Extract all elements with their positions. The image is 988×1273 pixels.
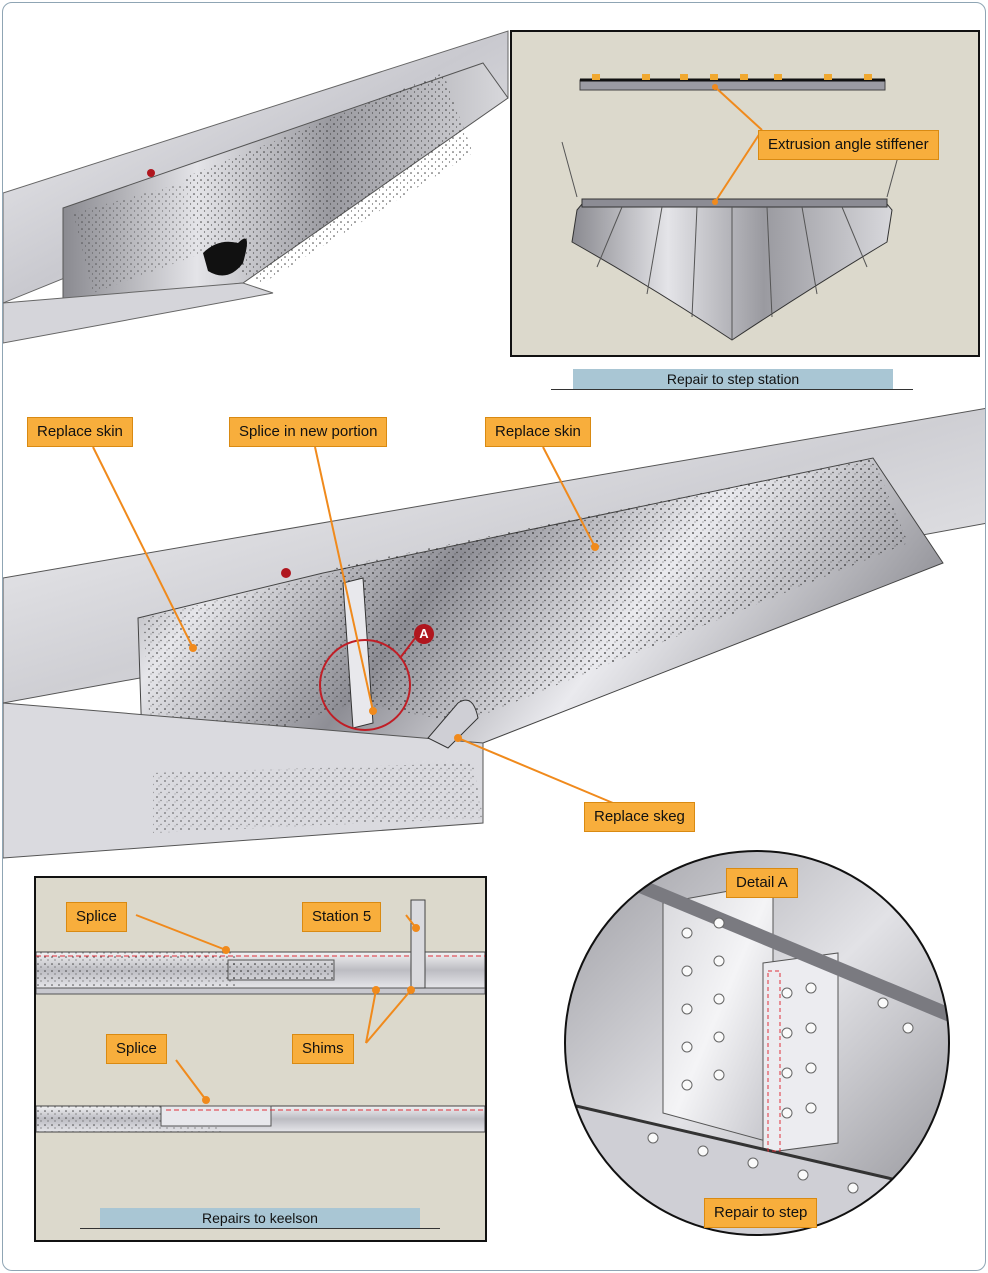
replace-skeg-label: Replace skeg	[584, 802, 695, 832]
step-station-caption: Repair to step station	[573, 369, 893, 389]
extrusion-angle-stiffener-label: Extrusion angle stiffener	[758, 130, 939, 160]
step-station-drawing	[561, 74, 903, 341]
detail-a-label: Detail A	[726, 868, 798, 898]
damaged-hull-illustration	[3, 30, 509, 344]
repair-to-step-label: Repair to step	[704, 1198, 818, 1228]
main-hull-illustration	[3, 408, 985, 859]
keelson-splice-bottom-label: Splice	[106, 1034, 167, 1064]
replace-skin-right-label: Replace skin	[485, 417, 591, 447]
step-station-inset: Extrusion angle stiffener	[510, 30, 980, 357]
keelson-station5-label: Station 5	[302, 902, 382, 932]
replace-skin-left-label: Replace skin	[27, 417, 133, 447]
splice-new-portion-label: Splice in new portion	[229, 417, 388, 447]
detail-a-circle-illustration	[564, 850, 950, 1236]
keelson-splice-top-label: Splice	[66, 902, 127, 932]
keelson-caption: Repairs to keelson	[100, 1208, 420, 1228]
keelson-drawing	[36, 899, 485, 1133]
detail-a-marker: A	[414, 624, 434, 644]
keelson-inset: Splice Station 5 Shims Splice Repairs to…	[34, 876, 487, 1242]
step-station-caption-rule	[551, 389, 913, 390]
keelson-caption-rule	[80, 1228, 440, 1229]
keelson-shims-label: Shims	[292, 1034, 354, 1064]
